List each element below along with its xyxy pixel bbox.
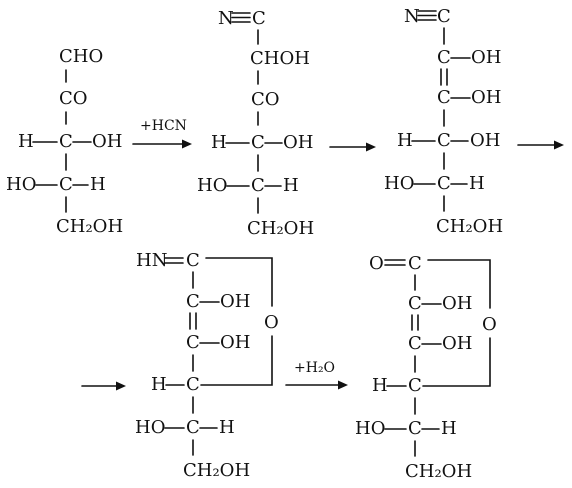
s3-ch2oh-label: CH₂OH (436, 216, 503, 237)
s3-c5-label: C (437, 173, 451, 194)
s1-c3-label: C (59, 131, 73, 152)
arrow-1-hcn: +HCN (132, 118, 192, 149)
s2-choh-label: CHOH (250, 48, 310, 69)
s1-c4-label: C (59, 174, 73, 195)
reagent-hcn: +HCN (140, 118, 187, 134)
s3-oh4-label: OH (470, 130, 500, 151)
arrow-5-water: +H₂O (285, 360, 348, 390)
s5-ring-bond-bottom (422, 337, 491, 387)
arrow-2-head (366, 142, 376, 152)
s4-c1-label: C (186, 250, 200, 271)
s2-n-label: N (218, 8, 234, 29)
s1-co-label: CO (59, 88, 88, 109)
arrow-5-head (338, 380, 348, 390)
s2-co-label: CO (251, 89, 280, 110)
s1-ch2oh-label: CH₂OH (56, 216, 123, 237)
s5-ch2oh-label: CH₂OH (405, 461, 472, 482)
s4-ho-label: HO (135, 417, 165, 438)
s3-h-label: H (397, 130, 413, 151)
s3-oh3-label: OH (471, 87, 501, 108)
s4-ch2oh-label: CH₂OH (183, 460, 250, 481)
s4-oh3-label: OH (220, 332, 250, 353)
s2-oh4-label: OH (283, 132, 313, 153)
s1-ho-label: HO (6, 174, 36, 195)
s5-o-label: O (369, 253, 384, 274)
s3-h5-label: H (469, 173, 485, 194)
s2-c4-label: C (251, 132, 265, 153)
s4-c4-label: C (186, 374, 200, 395)
s5-oh2-label: OH (442, 293, 472, 314)
arrow-4 (81, 381, 126, 391)
s2-h5-label: H (283, 175, 299, 196)
s1-h-label: H (18, 131, 34, 152)
s3-c4-label: C (437, 130, 451, 151)
structure-4: HN C C OH C OH H C O HO C H CH₂OH (135, 250, 279, 481)
structure-3: N C C OH C OH H C OH HO C H CH₂OH (384, 6, 503, 237)
reagent-water: +H₂O (294, 360, 335, 376)
s5-c4-label: C (408, 375, 422, 396)
s4-h5-label: H (219, 417, 235, 438)
s1-h4-label: H (90, 174, 106, 195)
arrow-4-head (116, 381, 126, 391)
s2-ch2oh-label: CH₂OH (247, 218, 314, 239)
s5-h5-label: H (441, 418, 457, 439)
s5-ring-o-label: O (482, 314, 497, 335)
s5-c3-label: C (408, 333, 422, 354)
structure-2: N C CHOH CO H C OH HO C H CH₂OH (197, 8, 314, 239)
s4-oh2-label: OH (220, 291, 250, 312)
s3-c2-label: C (437, 47, 451, 68)
s5-c2-label: C (408, 293, 422, 314)
arrow-2 (329, 142, 376, 152)
s1-cho-label: CHO (59, 46, 103, 67)
s5-h-label: H (372, 375, 388, 396)
s2-c1-label: C (252, 8, 266, 29)
s5-c5-label: C (408, 418, 422, 439)
s5-ring-bond-top (427, 259, 491, 309)
s4-h-label: H (151, 374, 167, 395)
s3-c1-label: C (437, 6, 451, 27)
s2-h-label: H (211, 132, 227, 153)
s3-ho-label: HO (384, 173, 414, 194)
s5-oh3-label: OH (442, 333, 472, 354)
s4-ring-bond-bottom (200, 335, 273, 386)
s4-ring-o-label: O (264, 312, 279, 333)
s3-c3-label: C (437, 87, 451, 108)
s5-c1-label: C (408, 253, 422, 274)
s4-ring-bond-top (205, 257, 273, 307)
structure-1: CHO CO H C OH HO C H CH₂OH (6, 46, 123, 237)
s4-hn-label: HN (136, 250, 167, 271)
s4-c5-label: C (186, 417, 200, 438)
s3-oh2-label: OH (471, 47, 501, 68)
s2-ho-label: HO (197, 175, 227, 196)
s2-c5-label: C (251, 175, 265, 196)
s5-ho-label: HO (355, 418, 385, 439)
arrow-3 (517, 140, 564, 150)
s1-oh3-label: OH (92, 131, 122, 152)
s4-c3-label: C (186, 332, 200, 353)
structure-5: O C C OH C OH H C O HO C H CH₂OH (355, 253, 497, 482)
s4-c2-label: C (186, 291, 200, 312)
arrow-1-head (182, 139, 192, 149)
s3-n-label: N (404, 6, 420, 27)
arrow-3-head (554, 140, 564, 150)
